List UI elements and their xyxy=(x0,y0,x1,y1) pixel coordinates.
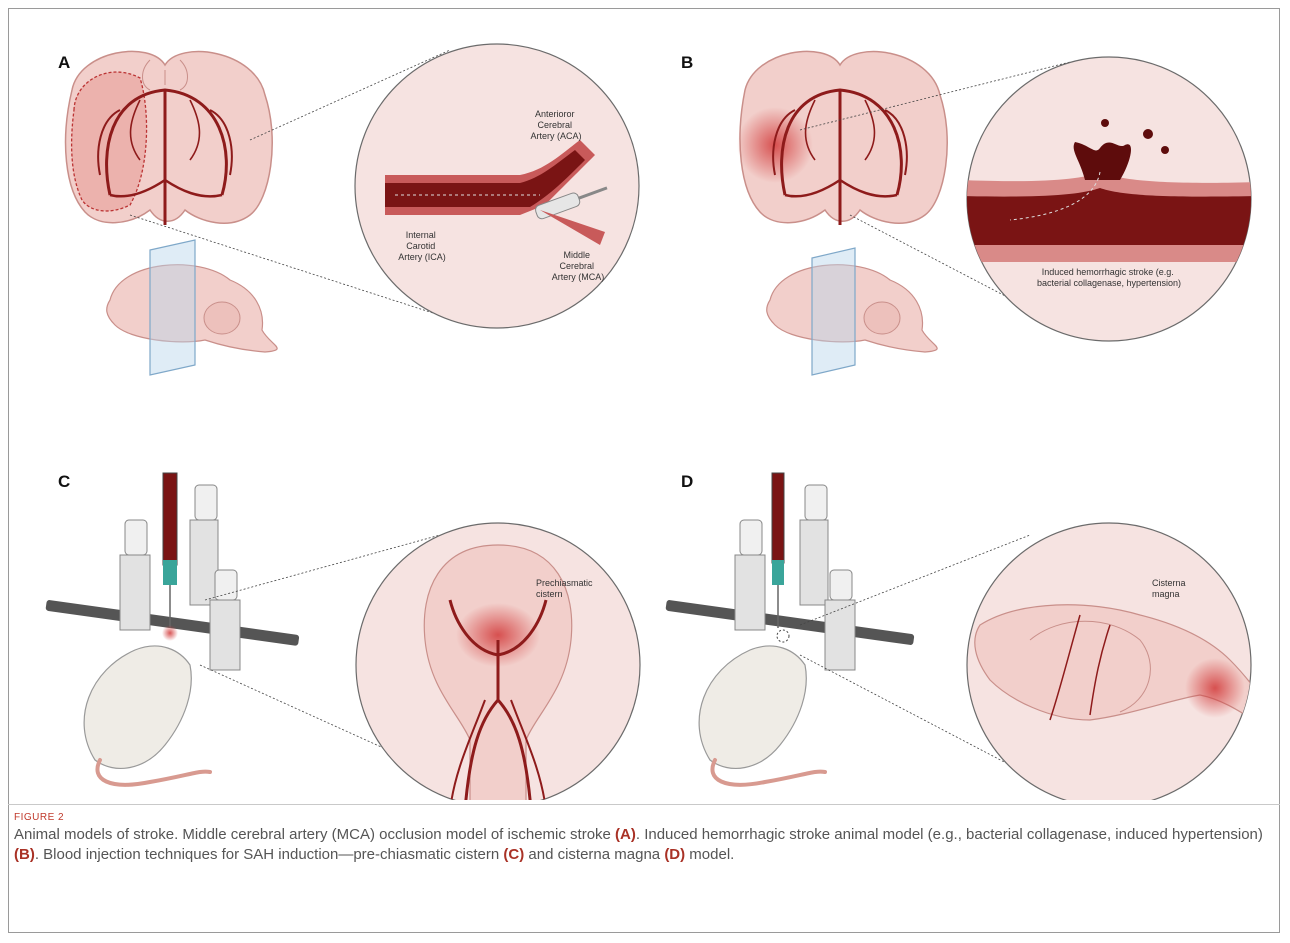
caption-part: . Blood injection techniques for SAH ind… xyxy=(35,846,504,863)
panel-a: Anterioror Cerebral Artery (ACA) Interna… xyxy=(66,44,639,375)
panel-d: Cisterna magna xyxy=(665,473,1270,800)
caption-ref-a: (A) xyxy=(615,826,636,843)
panel-b: Induced hemorrhagic stroke (e.g. bacteri… xyxy=(737,51,1260,375)
caption-ref-d: (D) xyxy=(664,846,685,863)
sagittal-brain-b xyxy=(767,248,937,375)
caption-ref-b: (B) xyxy=(14,846,35,863)
figure-caption: Animal models of stroke. Middle cerebral… xyxy=(14,825,1274,865)
panel-c: Prechiasmatic cistern xyxy=(45,473,640,800)
coronal-brain-a xyxy=(66,51,273,225)
caption-part: . Induced hemorrhagic stroke animal mode… xyxy=(636,826,1263,843)
rat-c xyxy=(84,625,210,785)
coronal-brain-b xyxy=(737,51,947,225)
caption-ref-c: (C) xyxy=(503,846,524,863)
caption-divider xyxy=(8,804,1280,805)
figure-caption-block: FIGURE 2 Animal models of stroke. Middle… xyxy=(14,812,1274,865)
rat-d xyxy=(699,630,825,785)
sagittal-brain-a xyxy=(107,240,277,375)
caption-part: and cisterna magna xyxy=(524,846,664,863)
caption-part: model. xyxy=(685,846,734,863)
label-aca: Anterioror Cerebral Artery (ACA) xyxy=(530,109,581,141)
figure-label: FIGURE 2 xyxy=(14,812,1274,823)
illustration-canvas: Anterioror Cerebral Artery (ACA) Interna… xyxy=(0,0,1290,800)
label-hemorrhagic: Induced hemorrhagic stroke (e.g. bacteri… xyxy=(1037,267,1181,288)
stereotaxic-frame-d xyxy=(665,473,914,670)
caption-part: Animal models of stroke. Middle cerebral… xyxy=(14,826,615,843)
